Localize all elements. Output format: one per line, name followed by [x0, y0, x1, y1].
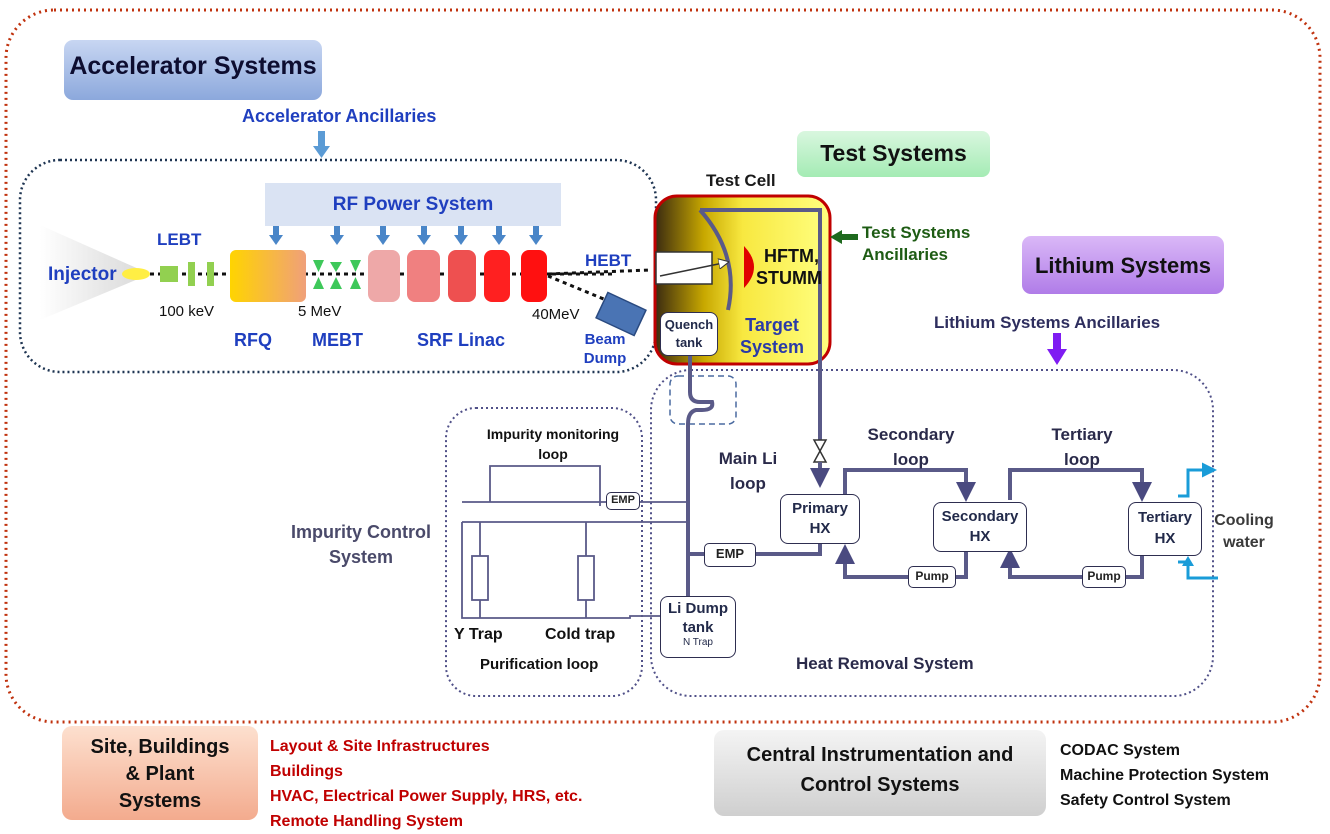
site-items-list: Layout & Site Infrastructures Buildings … [270, 734, 582, 834]
rf-power-system-label: RF Power System [332, 194, 494, 215]
hebt-label: HEBT [585, 251, 632, 270]
purification-loop-label: Purification loop [480, 656, 599, 673]
beam-window [655, 251, 713, 285]
test-cell-label: Test Cell [706, 171, 776, 190]
beam-dump-block [595, 291, 647, 337]
pump-tertiary: Pump [1082, 566, 1126, 588]
rfq-label: RFQ [234, 330, 272, 350]
hebt-line [547, 268, 651, 276]
srf-linac-label: SRF Linac [417, 330, 506, 350]
injector-cone [40, 225, 150, 320]
tertiary-loop-pipe [1008, 468, 1152, 502]
impurity-region [445, 407, 643, 697]
valve [812, 439, 828, 463]
target-red [744, 246, 754, 288]
cavity-1 [368, 250, 400, 302]
target-pipe [700, 208, 822, 372]
injector-glow [122, 268, 150, 280]
outer-boundary [4, 8, 1322, 724]
lebt-element [160, 266, 178, 282]
accelerator-systems-title: Accelerator Systems [69, 52, 317, 80]
injector-label: Injector [48, 264, 117, 285]
lithium-header-bg [1022, 236, 1224, 294]
impurity-lines [461, 465, 688, 619]
accelerator-ancillaries-label: Accelerator Ancillaries [242, 106, 437, 126]
lebt-label: LEBT [157, 230, 202, 249]
dump-line [547, 274, 607, 302]
emp-main: EMP [704, 543, 756, 567]
cooling-in [1178, 560, 1218, 580]
cavity-3 [448, 250, 476, 302]
test-systems-title: Test Systems [820, 140, 967, 166]
test-ancillaries-arrow [830, 230, 858, 244]
mebt-label: MEBT [312, 330, 363, 350]
site-item: Buildings [270, 763, 343, 780]
ic-items-list: CODAC System Machine Protection System S… [1060, 738, 1269, 813]
site-item: HVAC, Electrical Power Supply, HRS, etc. [270, 788, 583, 805]
pump-secondary: Pump [908, 566, 956, 588]
cavity-2 [407, 250, 440, 302]
accelerator-region [18, 158, 658, 374]
ic-item: Machine Protection System [1060, 767, 1269, 784]
emp-impurity: EMP [606, 492, 640, 510]
ic-header-bg [714, 730, 1046, 816]
cold-trap-label: Cold trap [545, 626, 616, 643]
hftm-stumm-label: HFTM,STUMM [756, 246, 822, 288]
site-item: Remote Handling System [270, 813, 463, 830]
energy-40mev-label: 40MeV [532, 306, 580, 323]
accelerator-ancillaries-arrow [313, 146, 330, 158]
heat-removal-label: Heat Removal System [796, 654, 974, 673]
energy-100kev-label: 100 keV [159, 303, 215, 320]
quench-pipe [686, 356, 715, 598]
energy-5mev-label: 5 MeV [298, 303, 342, 320]
accelerator-header-bg [64, 40, 322, 100]
lithium-ancillaries-label: Lithium Systems Ancillaries [934, 313, 1161, 332]
quench-dashed-box [669, 375, 737, 425]
site-header-bg [62, 726, 258, 820]
y-trap-label: Y Trap [454, 626, 503, 643]
lithium-systems-title: Lithium Systems [1034, 253, 1212, 278]
rf-feed-arrows [269, 226, 543, 245]
heat-removal-region [650, 369, 1214, 697]
mebt-quads [313, 260, 361, 289]
lithium-ancillaries-arrow [1047, 349, 1067, 365]
rf-power-bar [265, 183, 561, 226]
cavity-5 [521, 250, 547, 302]
test-header-bg [797, 131, 990, 177]
cooling-out [1178, 462, 1217, 498]
secondary-loop-pipe [843, 468, 976, 502]
ic-item: Safety Control System [1060, 792, 1231, 809]
site-item: Layout & Site Infrastructures [270, 738, 490, 755]
cavity-4 [484, 250, 510, 302]
rfq-block [230, 250, 306, 302]
ic-item: CODAC System [1060, 742, 1181, 759]
